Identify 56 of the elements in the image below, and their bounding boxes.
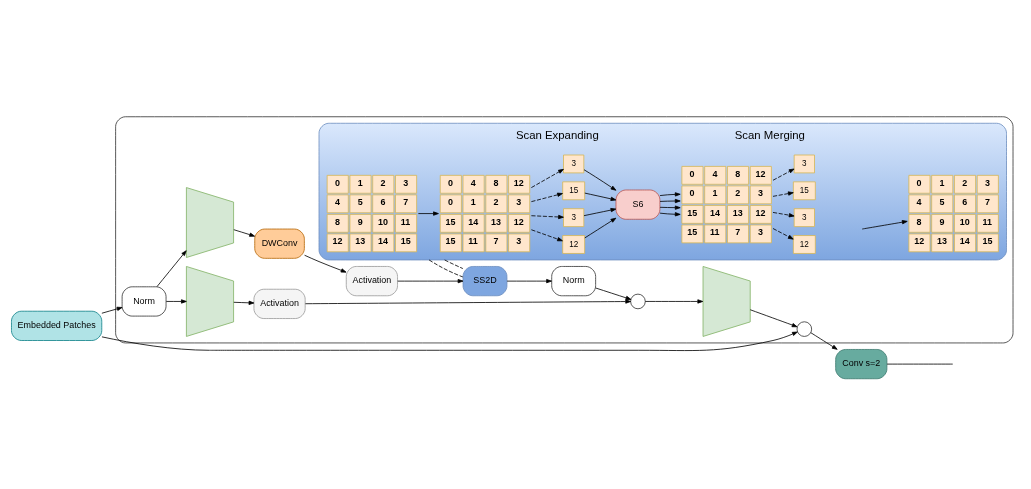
node-trapezoid: [186, 187, 234, 258]
connector: [444, 259, 464, 269]
arrow: [749, 309, 798, 328]
arrow: [530, 229, 563, 242]
node-box: Norm: [121, 286, 167, 317]
node-box: DWConv: [254, 228, 305, 259]
node-trapezoid: [702, 266, 751, 337]
node-box: S6: [615, 189, 661, 220]
arrow: [644, 299, 704, 304]
arrow: [595, 287, 632, 300]
node-box: 3: [563, 208, 585, 227]
node-box: Norm: [551, 266, 597, 297]
arrow: [530, 192, 563, 203]
node-circle: [796, 321, 813, 337]
connector: [428, 259, 464, 278]
arrow: [772, 212, 795, 218]
arrow: [233, 300, 255, 305]
arrow: [659, 198, 681, 204]
arrow: [165, 299, 187, 304]
arrow: [233, 229, 255, 237]
node-box: 15: [562, 181, 586, 201]
arrow: [156, 250, 187, 287]
node-box: Activation: [345, 266, 398, 297]
arrow: [584, 192, 617, 201]
arrow: [101, 331, 798, 351]
arrow: [659, 205, 681, 210]
node-box: SS2D: [462, 266, 508, 297]
arrow: [772, 191, 794, 197]
node-box: 12: [792, 235, 816, 254]
arrow: [397, 279, 464, 284]
arrow: [772, 168, 795, 181]
node-trapezoid: [186, 266, 234, 337]
arrow: [304, 254, 347, 273]
arrow: [530, 214, 564, 220]
node-box: Embedded Patches: [11, 310, 103, 341]
arrow: [305, 299, 632, 305]
node-circle: [630, 293, 646, 310]
arrow: [417, 211, 439, 216]
node-box: 15: [792, 181, 816, 201]
arrow: [772, 228, 794, 240]
node-box: 3: [793, 208, 815, 227]
arrow: [101, 306, 123, 314]
arrow: [583, 207, 617, 217]
node-box: 12: [562, 235, 586, 254]
arrow: [659, 212, 681, 217]
arrow: [530, 168, 564, 188]
arrow: [584, 217, 617, 239]
arrow: [810, 332, 838, 350]
arrow: [861, 220, 908, 230]
node-box: 3: [793, 154, 815, 174]
arrow: [659, 192, 681, 197]
node-box: Activation: [253, 288, 306, 319]
arrow: [506, 279, 552, 284]
arrow: [583, 169, 617, 191]
node-box: 3: [563, 154, 585, 174]
node-box: Conv s=2: [835, 349, 888, 380]
